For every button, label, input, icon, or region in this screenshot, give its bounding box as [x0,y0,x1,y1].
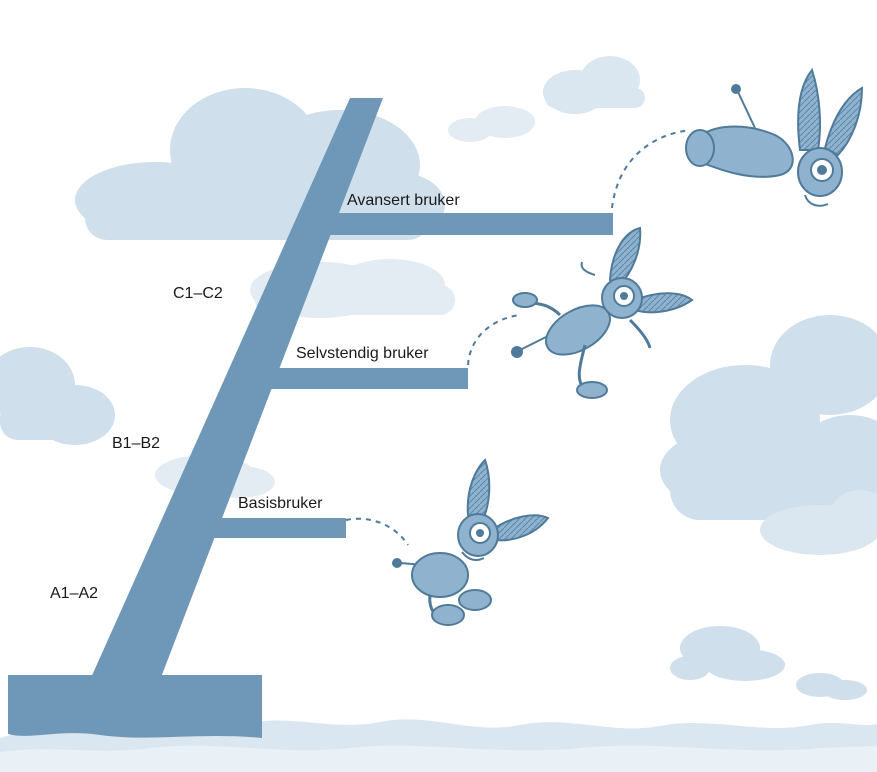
cloud-top-left [75,88,445,240]
trajectory-basis [345,517,409,546]
cloud-lower-right [670,626,867,700]
platform-label-avansert: Avansert bruker [347,192,460,209]
level-label-b1-b2: B1–B2 [112,435,160,452]
cloud-top-tiny [448,106,535,142]
jumping-rabbit-creature-icon [685,67,864,207]
leaping-rabbit-creature-icon [392,458,550,626]
platform-basis [210,518,346,538]
cloud-top-small [543,56,645,114]
level-label-a1-a2: A1–A2 [50,585,98,602]
slanted-pole [90,98,383,680]
cloud-left [0,347,115,445]
background-clouds [0,56,877,700]
trajectory-selvstendig [467,314,521,366]
platform-label-basis: Basisbruker [238,495,323,512]
platform-selvstendig [270,368,468,389]
falling-rabbit-creature-icon [511,226,694,399]
structure-base [8,675,262,738]
platform-label-selvstendig: Selvstendig bruker [296,345,429,362]
trajectory-avansert [611,129,691,209]
cloud-right-mid [760,490,877,555]
level-label-c1-c2: C1–C2 [173,285,223,302]
jump-trajectories [345,129,691,546]
cloud-right-large [660,315,877,525]
platform-avansert [330,213,613,235]
level-structure [8,98,613,738]
